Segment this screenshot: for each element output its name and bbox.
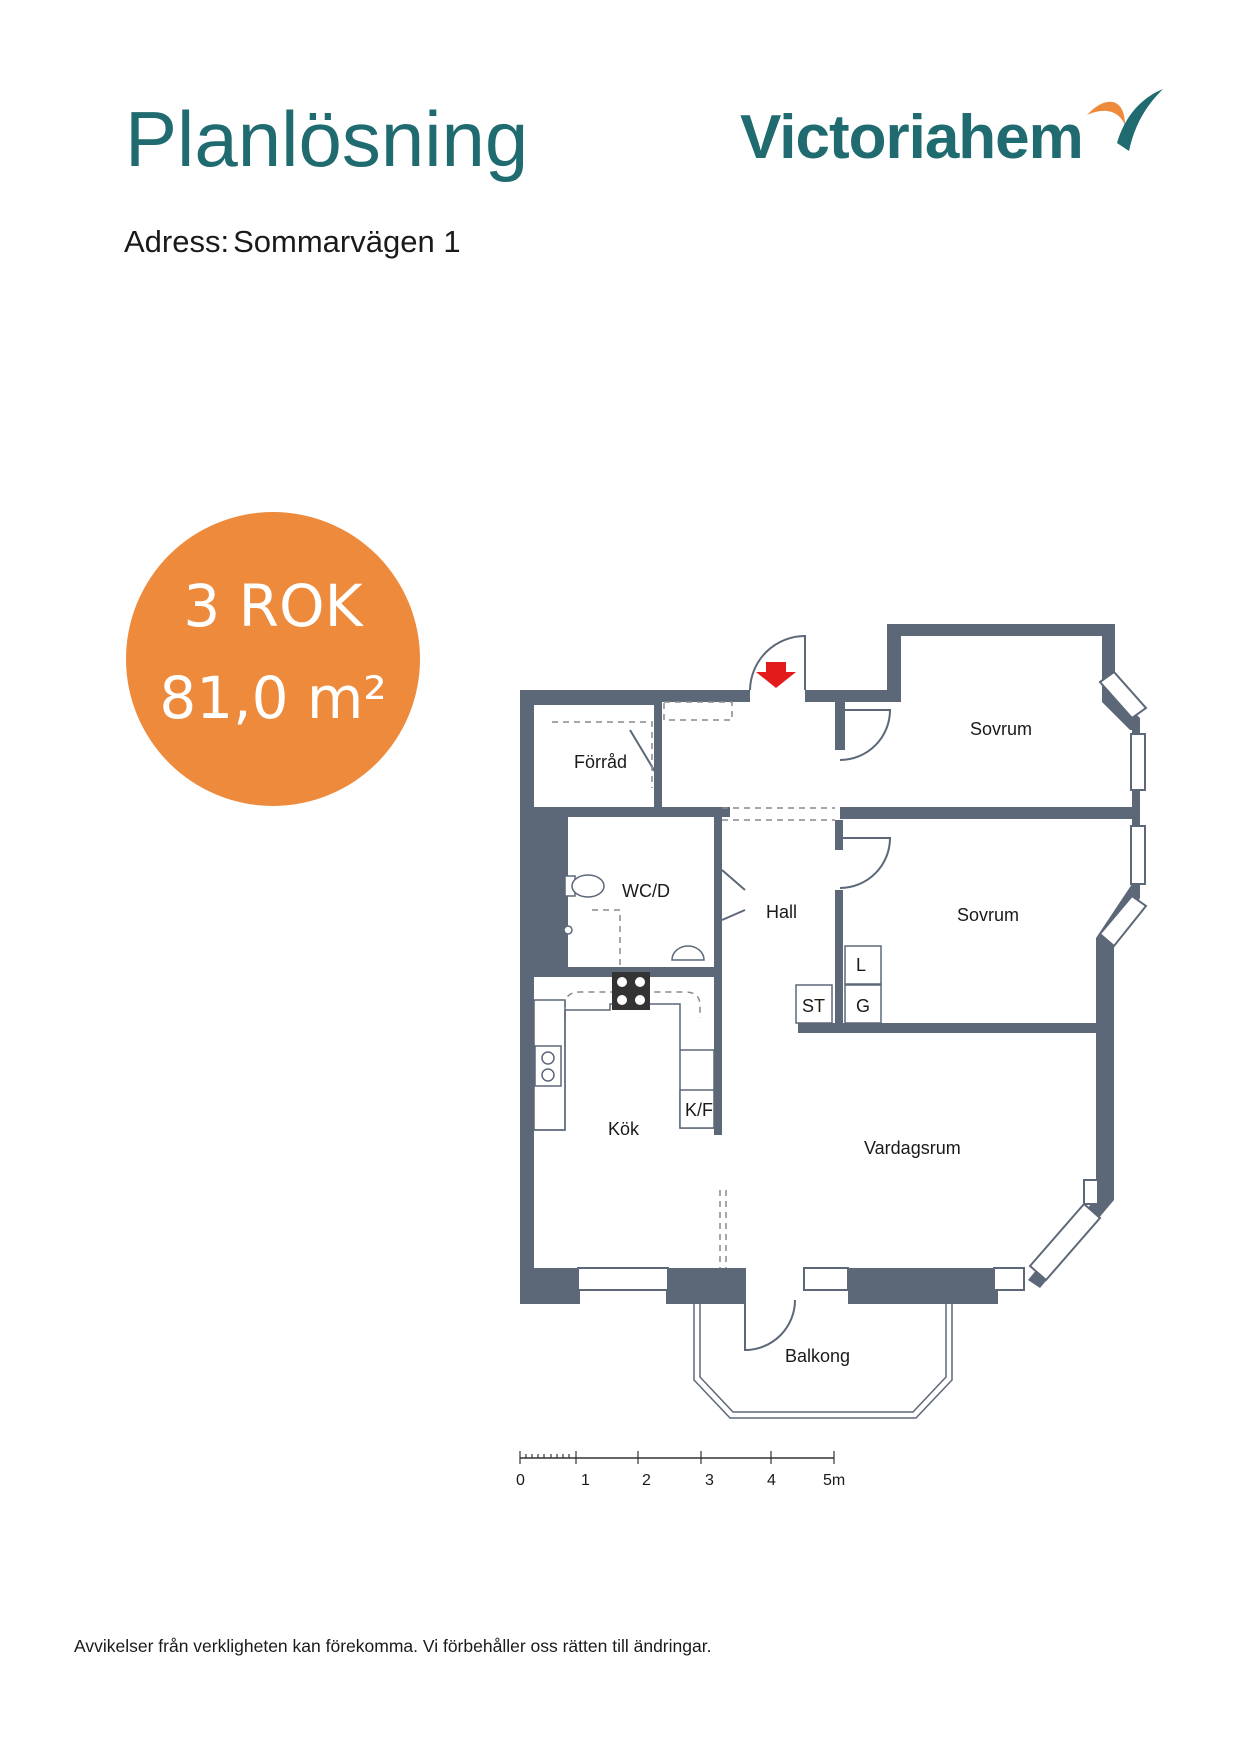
room-label-vardagsrum: Vardagsrum [864,1138,961,1158]
closet-label-l: L [856,955,866,975]
toilet-icon [571,874,605,898]
room-label-sovrum-2: Sovrum [957,905,1019,925]
address-line: Adress:Sommarvägen 1 [124,224,461,260]
entrance-arrow-icon [756,662,796,688]
victoriahem-logo: Victoriahem [740,85,1163,185]
stove-icon [612,972,650,1010]
room-labels: Förråd Sovrum Sovrum WC/D Hall Kök K/F V… [574,719,1032,1366]
disclaimer-text: Avvikelser från verkligheten kan förekom… [74,1636,712,1656]
drain-icon [563,925,573,935]
washbasin-icon [671,945,705,961]
logo-wordmark: Victoriahem [740,103,1084,172]
address-value: Sommarvägen 1 [233,224,461,259]
badge-rooms: 3 ROK [183,572,363,640]
balcony-outline [693,1304,953,1419]
apartment-badge: 3 ROK 81,0 m² [126,512,420,806]
bathroom-fixtures [563,874,705,961]
scale-tick-2: 2 [642,1472,651,1489]
walls [520,624,1140,1304]
fridge-freezer-box [679,1089,715,1129]
dashed-fixtures [552,701,835,1268]
room-label-sovrum-1: Sovrum [970,719,1032,739]
scale-tick-0: 0 [516,1472,525,1489]
room-label-kf: K/F [685,1100,713,1120]
room-label-kok: Kök [608,1119,640,1139]
doors [629,634,892,1352]
windows [577,670,1148,1291]
scale-bar: 0 1 2 3 4 5m [516,1451,845,1489]
room-label-wc: WC/D [622,881,670,901]
scale-tick-5: 5m [823,1472,845,1489]
room-label-hall: Hall [766,902,797,922]
room-label-forrad: Förråd [574,752,627,772]
scale-tick-1: 1 [581,1472,590,1489]
room-label-balkong: Balkong [785,1346,850,1366]
closet-label-g: G [856,996,870,1016]
closets [795,945,882,1024]
page-title: Planlösning [125,95,529,183]
address-label: Adress: [124,224,230,259]
scale-tick-4: 4 [767,1472,776,1489]
logo-swoosh-icon [1087,89,1163,151]
scale-tick-3: 3 [705,1472,714,1489]
badge-area: 81,0 m² [159,664,387,732]
kitchen-fixtures [533,972,715,1131]
closet-label-st: ST [802,996,825,1016]
